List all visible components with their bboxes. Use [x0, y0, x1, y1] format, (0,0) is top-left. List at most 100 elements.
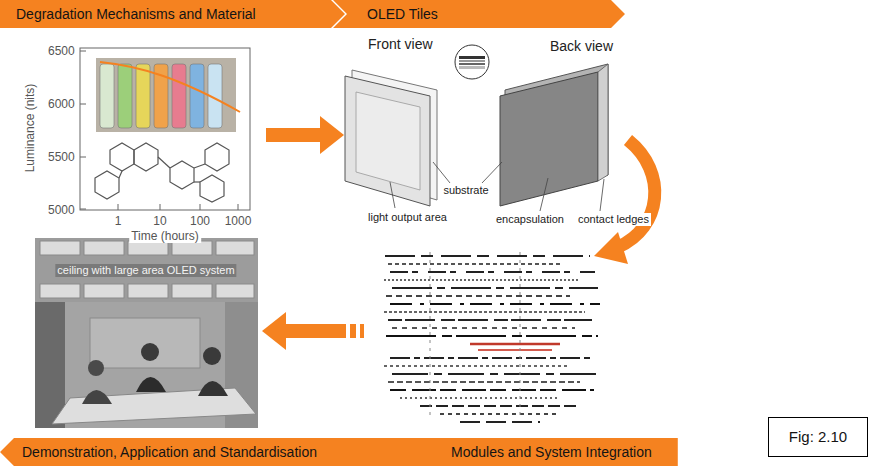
luminance-graph — [80, 209, 86, 210]
office-photo — [136, 377, 166, 392]
flow-arrow — [284, 324, 346, 338]
luminance-graph — [205, 143, 229, 171]
luminance-graph — [200, 204, 201, 210]
luminance-graph — [172, 64, 186, 128]
stage-title: OLED Tiles — [367, 6, 438, 23]
flow-arrow — [594, 232, 628, 264]
flow-arrow — [360, 324, 364, 338]
office-photo — [35, 238, 258, 302]
part-label: substrate — [441, 184, 490, 197]
flow-arrow — [618, 140, 655, 247]
luminance-graph — [96, 58, 236, 132]
oled-tile-drawing — [540, 178, 548, 211]
luminance-graph — [118, 64, 132, 128]
luminance-graph — [100, 64, 114, 128]
module-schematic — [390, 271, 595, 273]
axis-tick: 5500 — [46, 150, 77, 164]
axis-tick: 10 — [151, 214, 168, 228]
flow-arrow — [320, 116, 344, 154]
oled-tile-drawing — [356, 92, 420, 190]
module-schematic — [420, 405, 580, 407]
oled-tile-drawing — [459, 66, 485, 69]
office-photo — [90, 318, 200, 368]
figure-number-box: Fig: 2.10 — [768, 417, 868, 457]
module-schematic — [392, 327, 575, 329]
axis-tick: 6000 — [46, 97, 77, 111]
office-photo — [203, 347, 221, 365]
luminance-graph — [95, 171, 119, 199]
luminance-graph — [110, 143, 134, 171]
oled-tile-drawing — [455, 45, 489, 79]
banner-shape — [0, 0, 345, 28]
office-photo — [40, 284, 80, 298]
office-photo — [84, 284, 124, 298]
module-schematic — [400, 397, 560, 399]
oled-tile-drawing — [345, 76, 430, 206]
module-schematic — [392, 287, 598, 289]
oled-tile-drawing — [345, 45, 608, 211]
oled-tile-drawing — [459, 56, 485, 59]
office-photo — [141, 343, 159, 361]
office-photo — [40, 241, 254, 298]
axis-tick: 1 — [113, 214, 124, 228]
oled-tile-drawing — [459, 60, 485, 62]
office-photo — [35, 238, 258, 428]
office-photo — [198, 381, 228, 396]
module-schematic — [430, 252, 431, 420]
stage-banner: OLED Tiles — [333, 0, 625, 28]
module-schematic — [470, 343, 560, 346]
module-schematic — [478, 349, 552, 351]
module-schematic — [392, 373, 596, 375]
stage-banner: Degradation Mechanisms and Material — [0, 0, 345, 28]
stage-title: Demonstration, Application and Standardi… — [22, 444, 317, 461]
banner-shape — [333, 0, 625, 28]
office-photo — [88, 360, 104, 376]
office-photo — [35, 302, 258, 428]
view-label: Front view — [366, 36, 435, 53]
office-photo — [216, 284, 254, 298]
flow-arrow — [262, 312, 364, 350]
oled-tile-drawing — [390, 182, 395, 208]
module-schematic — [390, 357, 590, 359]
office-photo — [35, 302, 65, 428]
luminance-graph — [119, 171, 122, 178]
stage-banner: Modules and System Integration — [425, 438, 678, 466]
luminance-graph — [194, 181, 200, 182]
office-photo — [128, 284, 168, 298]
office-photo — [172, 284, 212, 298]
oled-tile-drawing — [598, 64, 608, 181]
flow-arrow — [262, 312, 286, 350]
axis-tick: 100 — [188, 214, 212, 228]
luminance-graph — [170, 161, 194, 189]
office-photo — [216, 241, 254, 255]
office-photo — [40, 241, 80, 255]
luminance-graph — [100, 62, 240, 112]
banner-shape — [0, 438, 440, 466]
luminance-graph — [80, 48, 250, 210]
axis-title: Luminance (nits) — [23, 82, 37, 175]
luminance-graph — [95, 143, 229, 202]
luminance-graph — [194, 164, 205, 168]
flow-arrow — [594, 140, 655, 264]
part-label: contact ledges — [576, 213, 651, 226]
module-schematic — [385, 255, 590, 257]
module-schematic — [390, 389, 594, 391]
axis-tick: 1000 — [223, 214, 254, 228]
axis-title: Time (hours) — [129, 229, 201, 243]
oled-tile-drawing — [459, 63, 485, 65]
axis-tick: 5000 — [46, 203, 77, 217]
luminance-graph — [190, 64, 204, 128]
luminance-graph — [134, 143, 158, 171]
module-schematic — [388, 263, 560, 265]
module-schematic — [386, 295, 570, 297]
luminance-graph — [160, 204, 161, 210]
luminance-graph — [80, 104, 86, 105]
stage-title: Modules and System Integration — [451, 444, 652, 461]
module-schematic — [390, 303, 600, 305]
module-schematic — [384, 365, 570, 367]
module-schematic — [388, 319, 592, 321]
luminance-graph — [118, 204, 119, 210]
luminance-graph — [80, 157, 86, 158]
part-label: encapsulation — [494, 213, 566, 226]
